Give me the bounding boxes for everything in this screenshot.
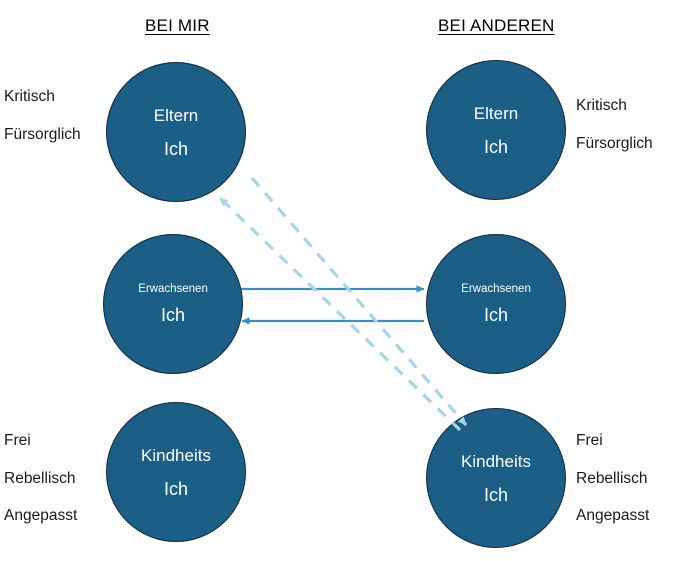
circle-label-secondary: Ich [483, 305, 508, 326]
circle-label-primary: Kindheits [461, 451, 531, 471]
trait-item: Kritisch [4, 88, 55, 105]
circle-label-primary: Eltern [473, 103, 519, 123]
trait-list-eltern-bei-mir: Kritisch Fürsorglich [4, 89, 81, 142]
circle-kindheits-ich-bei-mir[interactable]: Kindheits Ich [106, 402, 246, 542]
trait-item: Angepasst [4, 507, 78, 524]
circle-kindheits-ich-bei-anderen[interactable]: Kindheits Ich [426, 408, 566, 548]
trait-item: Frei [4, 432, 31, 449]
trait-item: Angepasst [576, 507, 650, 524]
column-header-bei-anderen: BEI ANDEREN [438, 16, 555, 35]
circle-label-primary: Erwachsenen [138, 282, 208, 295]
circle-erwachsenen-ich-bei-mir[interactable]: Erwachsenen Ich [103, 234, 243, 374]
trait-item: Rebellisch [576, 469, 648, 487]
circle-label-secondary: Ich [160, 305, 185, 326]
circle-label-primary: Eltern [153, 105, 199, 125]
column-header-bei-mir: BEI MIR [145, 16, 210, 35]
trait-item: Fürsorglich [4, 125, 81, 143]
trait-list-kindheits-bei-anderen: Frei Rebellisch Angepasst [576, 433, 649, 524]
circle-label-secondary: Ich [163, 138, 188, 159]
trait-item: Rebellisch [4, 469, 76, 487]
circle-label-secondary: Ich [483, 136, 508, 157]
circle-eltern-ich-bei-anderen[interactable]: Eltern Ich [426, 60, 566, 200]
circle-label-primary: Kindheits [141, 445, 211, 465]
trait-list-kindheits-bei-mir: Frei Rebellisch Angepasst [4, 433, 77, 524]
circle-label-secondary: Ich [483, 484, 508, 505]
circle-erwachsenen-ich-bei-anderen[interactable]: Erwachsenen Ich [426, 234, 566, 374]
trait-item: Fürsorglich [576, 134, 653, 152]
circle-label-secondary: Ich [163, 478, 188, 499]
circle-eltern-ich-bei-mir[interactable]: Eltern Ich [106, 62, 246, 202]
trait-item: Frei [576, 432, 603, 449]
trait-list-eltern-bei-anderen: Kritisch Fürsorglich [576, 98, 653, 151]
circle-label-primary: Erwachsenen [461, 282, 531, 295]
trait-item: Kritisch [576, 97, 627, 114]
